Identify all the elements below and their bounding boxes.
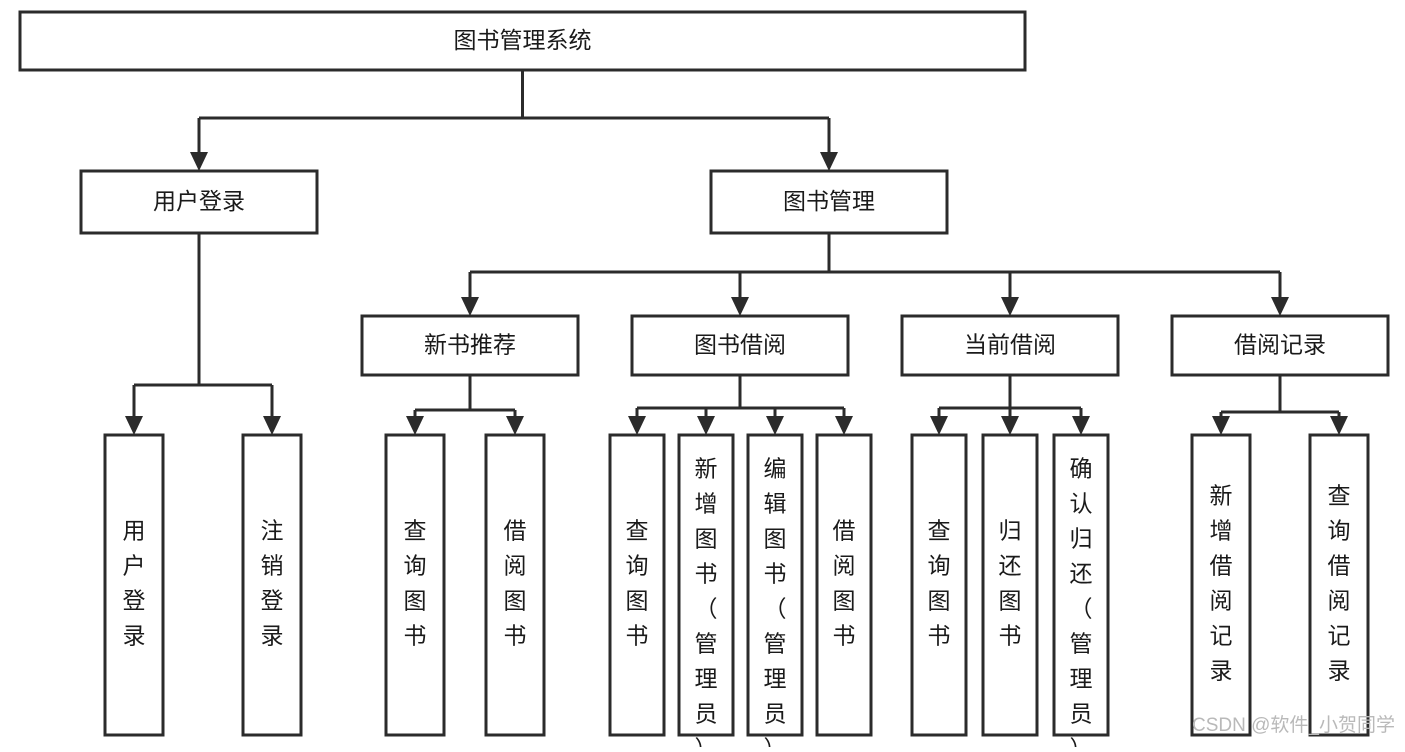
- node-borrow-record[interactable]: 借阅记录: [1170, 314, 1390, 377]
- arrow-head-icon: [263, 416, 281, 435]
- arrow-head-icon: [835, 416, 853, 435]
- arrow-head-icon: [1072, 416, 1090, 435]
- node-leaf-query-book-3[interactable]: 查询图书: [910, 433, 968, 737]
- csdn-watermark: CSDN @软件_小贺同学: [1192, 714, 1395, 736]
- arrow-head-icon: [1271, 297, 1289, 316]
- node-label-leaf-add-record: 新增借阅记录: [1210, 483, 1233, 684]
- node-label-book-borrow: 图书借阅: [694, 332, 786, 358]
- node-box-leaf-add-record: [1190, 433, 1252, 737]
- nodes-layer: 图书管理系统用户登录图书管理新书推荐图书借阅当前借阅借阅记录用户登录注销登录查询…: [18, 10, 1390, 752]
- node-box-leaf-return-book: [981, 433, 1039, 737]
- node-leaf-add-book[interactable]: 新增图书（管理员）: [677, 433, 735, 752]
- node-box-leaf-user-login: [103, 433, 165, 737]
- node-label-leaf-edit-book: 编辑图书（管理员）: [764, 456, 787, 747]
- arrow-head-icon: [406, 416, 424, 435]
- node-box-book-manage: [709, 169, 949, 235]
- node-leaf-query-book-2[interactable]: 查询图书: [608, 433, 666, 737]
- node-leaf-query-record[interactable]: 查询借阅记录: [1308, 433, 1370, 737]
- arrow-head-icon: [1001, 416, 1019, 435]
- node-box-leaf-query-book-3: [910, 433, 968, 737]
- node-label-leaf-query-record: 查询借阅记录: [1328, 483, 1351, 684]
- arrow-head-icon: [731, 297, 749, 316]
- connectors-layer: [125, 70, 1348, 435]
- node-box-leaf-query-record: [1308, 433, 1370, 737]
- arrow-head-icon: [461, 297, 479, 316]
- node-box-leaf-borrow-book-1: [484, 433, 546, 737]
- arrow-head-icon: [1001, 297, 1019, 316]
- node-label-leaf-confirm-return: 确认归还（管理员）: [1070, 456, 1093, 747]
- node-label-root: 图书管理系统: [454, 27, 592, 53]
- node-label-new-book-rec: 新书推荐: [424, 332, 516, 358]
- node-label-leaf-return-book: 归还图书: [999, 518, 1022, 649]
- node-box-leaf-add-book: [677, 433, 735, 737]
- node-leaf-query-book-1[interactable]: 查询图书: [384, 433, 446, 737]
- arrow-head-icon: [190, 152, 208, 171]
- node-user-login[interactable]: 用户登录: [79, 169, 319, 235]
- node-box-leaf-borrow-book-2: [815, 433, 873, 737]
- node-box-new-book-rec: [360, 314, 580, 377]
- node-box-user-login: [79, 169, 319, 235]
- arrow-head-icon: [820, 152, 838, 171]
- node-leaf-return-book[interactable]: 归还图书: [981, 433, 1039, 737]
- node-leaf-edit-book[interactable]: 编辑图书（管理员）: [746, 433, 804, 752]
- arrow-head-icon: [766, 416, 784, 435]
- node-label-leaf-query-book-1: 查询图书: [404, 518, 427, 649]
- node-book-manage[interactable]: 图书管理: [709, 169, 949, 235]
- node-box-leaf-edit-book: [746, 433, 804, 737]
- arrow-head-icon: [125, 416, 143, 435]
- node-box-leaf-logout: [241, 433, 303, 737]
- arrow-head-icon: [628, 416, 646, 435]
- node-book-borrow[interactable]: 图书借阅: [630, 314, 850, 377]
- node-label-book-manage: 图书管理: [783, 188, 875, 214]
- node-box-leaf-query-book-1: [384, 433, 446, 737]
- node-label-leaf-add-book: 新增图书（管理员）: [695, 456, 718, 747]
- arrow-head-icon: [1212, 416, 1230, 435]
- node-leaf-confirm-return[interactable]: 确认归还（管理员）: [1052, 433, 1110, 752]
- node-leaf-borrow-book-2[interactable]: 借阅图书: [815, 433, 873, 737]
- node-label-leaf-borrow-book-2: 借阅图书: [833, 518, 856, 649]
- node-label-user-login: 用户登录: [153, 188, 245, 214]
- node-new-book-rec[interactable]: 新书推荐: [360, 314, 580, 377]
- node-leaf-borrow-book-1[interactable]: 借阅图书: [484, 433, 546, 737]
- node-current-borrow[interactable]: 当前借阅: [900, 314, 1120, 377]
- node-leaf-logout[interactable]: 注销登录: [241, 433, 303, 737]
- node-box-current-borrow: [900, 314, 1120, 377]
- node-label-leaf-logout: 注销登录: [261, 518, 284, 649]
- node-leaf-add-record[interactable]: 新增借阅记录: [1190, 433, 1252, 737]
- node-box-borrow-record: [1170, 314, 1390, 377]
- node-box-leaf-confirm-return: [1052, 433, 1110, 737]
- node-box-book-borrow: [630, 314, 850, 377]
- node-box-leaf-query-book-2: [608, 433, 666, 737]
- node-label-current-borrow: 当前借阅: [964, 332, 1056, 358]
- node-leaf-user-login[interactable]: 用户登录: [103, 433, 165, 737]
- arrow-head-icon: [506, 416, 524, 435]
- node-label-leaf-query-book-2: 查询图书: [626, 518, 649, 649]
- arrow-head-icon: [1330, 416, 1348, 435]
- node-root[interactable]: 图书管理系统: [18, 10, 1027, 72]
- node-label-leaf-borrow-book-1: 借阅图书: [504, 518, 527, 649]
- arrow-head-icon: [930, 416, 948, 435]
- node-label-borrow-record: 借阅记录: [1234, 332, 1326, 358]
- node-label-leaf-user-login: 用户登录: [123, 518, 146, 649]
- watermark-layer: CSDN @软件_小贺同学: [1192, 714, 1395, 736]
- node-label-leaf-query-book-3: 查询图书: [928, 518, 951, 649]
- node-box-root: [18, 10, 1027, 72]
- arrow-head-icon: [697, 416, 715, 435]
